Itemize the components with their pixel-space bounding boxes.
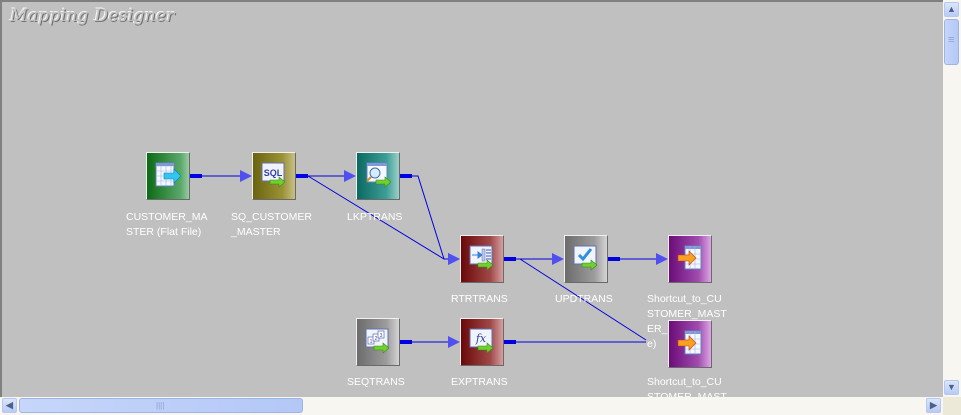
link-port	[504, 257, 516, 261]
link-port	[504, 340, 516, 344]
node-exptrans[interactable]: fx	[460, 318, 504, 366]
node-lkptrans[interactable]	[356, 152, 400, 200]
svg-text:fx: fx	[475, 332, 487, 345]
node-label: CUSTOMER_MA STER (Flat File)	[126, 211, 208, 238]
node-updtrans[interactable]	[564, 235, 608, 283]
scroll-up-button[interactable]: ▲	[944, 2, 959, 17]
svg-text:2: 2	[375, 336, 378, 342]
flat-file-source-icon	[155, 162, 181, 187]
node-seqtrans[interactable]: 1 2 3	[356, 318, 400, 366]
target-icon	[677, 330, 702, 355]
node-label: SEQTRANS	[347, 376, 405, 388]
chevron-left-icon: ◀	[6, 400, 13, 410]
scrollbar-corner	[943, 397, 961, 415]
grip-icon: ||||	[156, 401, 165, 410]
chevron-down-icon: ▼	[947, 382, 956, 392]
link-arrow	[656, 253, 668, 265]
link-port	[190, 174, 202, 178]
node-rtrtrans[interactable]	[460, 235, 504, 283]
node-label: Shortcut_to_CU STOMER_MAST	[647, 376, 727, 397]
node-label: LKPTRANS	[347, 211, 403, 223]
link-line	[519, 258, 647, 341]
node-shortcut-target-1[interactable]	[668, 235, 712, 283]
lookup-icon	[366, 162, 391, 188]
sql-source-qualifier-icon: SQL	[261, 162, 286, 188]
svg-text:3: 3	[380, 333, 383, 339]
svg-text:1: 1	[370, 339, 373, 345]
link-arrow	[240, 170, 252, 182]
grip-icon: ≡	[948, 34, 955, 46]
target-icon	[677, 245, 702, 270]
mapping-designer-canvas[interactable]: Mapping Designer CUSTOMER_MA STER (Flat …	[0, 0, 943, 397]
scroll-down-button[interactable]: ▼	[944, 380, 959, 395]
node-label: RTRTRANS	[451, 293, 508, 305]
link-arrow	[552, 253, 564, 265]
chevron-up-icon: ▲	[947, 4, 956, 14]
node-label: UPDTRANS	[555, 293, 613, 305]
chevron-right-icon: ▶	[930, 400, 937, 410]
link-port	[400, 174, 412, 178]
sequence-icon: 1 2 3	[365, 328, 390, 354]
vertical-scrollbar[interactable]: ▲ ≡ ▼	[943, 0, 961, 397]
link-arrow	[448, 253, 460, 265]
node-label: SQ_CUSTOMER _MASTER	[231, 211, 312, 238]
node-customer-master[interactable]	[146, 152, 190, 200]
scroll-left-button[interactable]: ◀	[2, 398, 17, 413]
link-line	[412, 175, 448, 260]
link-arrow	[448, 336, 460, 348]
horizontal-scrollbar[interactable]: ◀ |||| ▶	[0, 397, 943, 415]
node-label: EXPTRANS	[451, 376, 508, 388]
update-strategy-icon	[573, 245, 598, 271]
node-sq-customer-master[interactable]: SQL	[252, 152, 296, 200]
link-layer	[190, 170, 668, 348]
link-port	[296, 174, 308, 178]
link-port	[608, 257, 620, 261]
scroll-right-button[interactable]: ▶	[926, 398, 941, 413]
horizontal-scroll-thumb[interactable]: ||||	[19, 398, 303, 413]
router-icon	[469, 245, 494, 271]
expression-icon: fx	[469, 328, 494, 354]
canvas-title: Mapping Designer	[10, 6, 175, 26]
link-arrow	[344, 170, 356, 182]
vertical-scroll-thumb[interactable]: ≡	[944, 19, 959, 65]
node-shortcut-target-2[interactable]	[668, 320, 712, 368]
svg-text:SQL: SQL	[264, 168, 283, 178]
link-port	[400, 340, 412, 344]
